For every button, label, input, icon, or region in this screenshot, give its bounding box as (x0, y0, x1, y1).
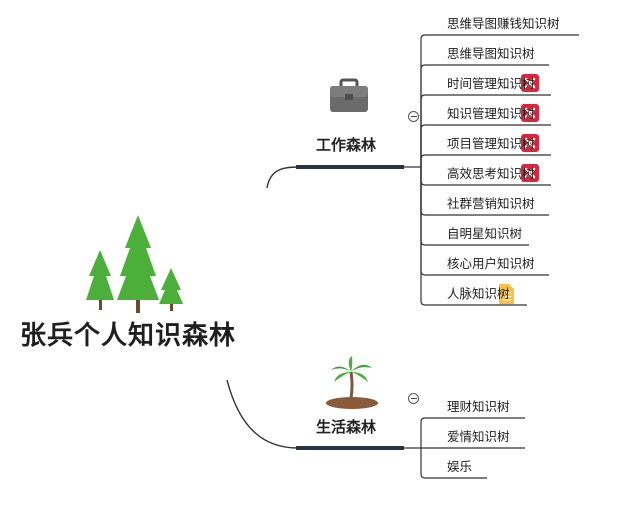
branch-topic-life[interactable]: 生活森林 (316, 418, 377, 436)
leaf-topic[interactable]: 自明星知识树 (447, 226, 523, 241)
leaf-connector (420, 417, 525, 448)
root-topic-title[interactable]: 张兵个人知识森林 (20, 321, 237, 351)
life-leaf-connectors (404, 417, 525, 479)
xmind-icon (521, 104, 539, 122)
palm-island-icon (326, 356, 378, 409)
leaf-topic[interactable]: 人脉知识树 (447, 286, 510, 301)
leaf-connector (420, 167, 527, 306)
xmind-icon (521, 134, 539, 152)
collapse-life-button[interactable] (408, 393, 419, 404)
leaf-topic[interactable]: 社群营销知识树 (447, 196, 535, 211)
leaf-topic[interactable]: 思维导图赚钱知识树 (447, 16, 560, 31)
leaf-connector (420, 124, 551, 167)
topic-markers (499, 74, 539, 304)
briefcase-icon (330, 78, 368, 112)
leaf-topic[interactable]: 高效思考知识树 (447, 166, 535, 181)
leaf-connector (420, 94, 551, 167)
leaf-connector (420, 448, 487, 479)
leaf-topic[interactable]: 项目管理知识树 (447, 136, 535, 151)
document-icon (499, 284, 514, 304)
xmind-icon (521, 74, 539, 92)
connector-root-work (266, 166, 299, 189)
connector-root-life (226, 379, 299, 449)
pine-trees-icon (86, 215, 183, 313)
branch-topic-work[interactable]: 工作森林 (316, 136, 377, 154)
leaf-topic[interactable]: 核心用户知识树 (447, 256, 535, 271)
leaf-topic[interactable]: 思维导图知识树 (447, 46, 535, 61)
xmind-icon (521, 164, 539, 182)
leaf-topic[interactable]: 理财知识树 (447, 399, 510, 414)
work-leaf-connectors (404, 34, 579, 306)
leaf-topic[interactable]: 时间管理知识树 (447, 76, 535, 91)
leaf-topic[interactable]: 爱情知识树 (447, 429, 510, 444)
leaf-topic[interactable]: 娱乐 (447, 459, 473, 474)
leaf-topic[interactable]: 知识管理知识树 (447, 106, 535, 121)
leaf-connector (420, 64, 549, 167)
leaf-connector (420, 34, 579, 167)
collapse-work-button[interactable] (408, 111, 419, 122)
leaf-connector (420, 154, 551, 167)
